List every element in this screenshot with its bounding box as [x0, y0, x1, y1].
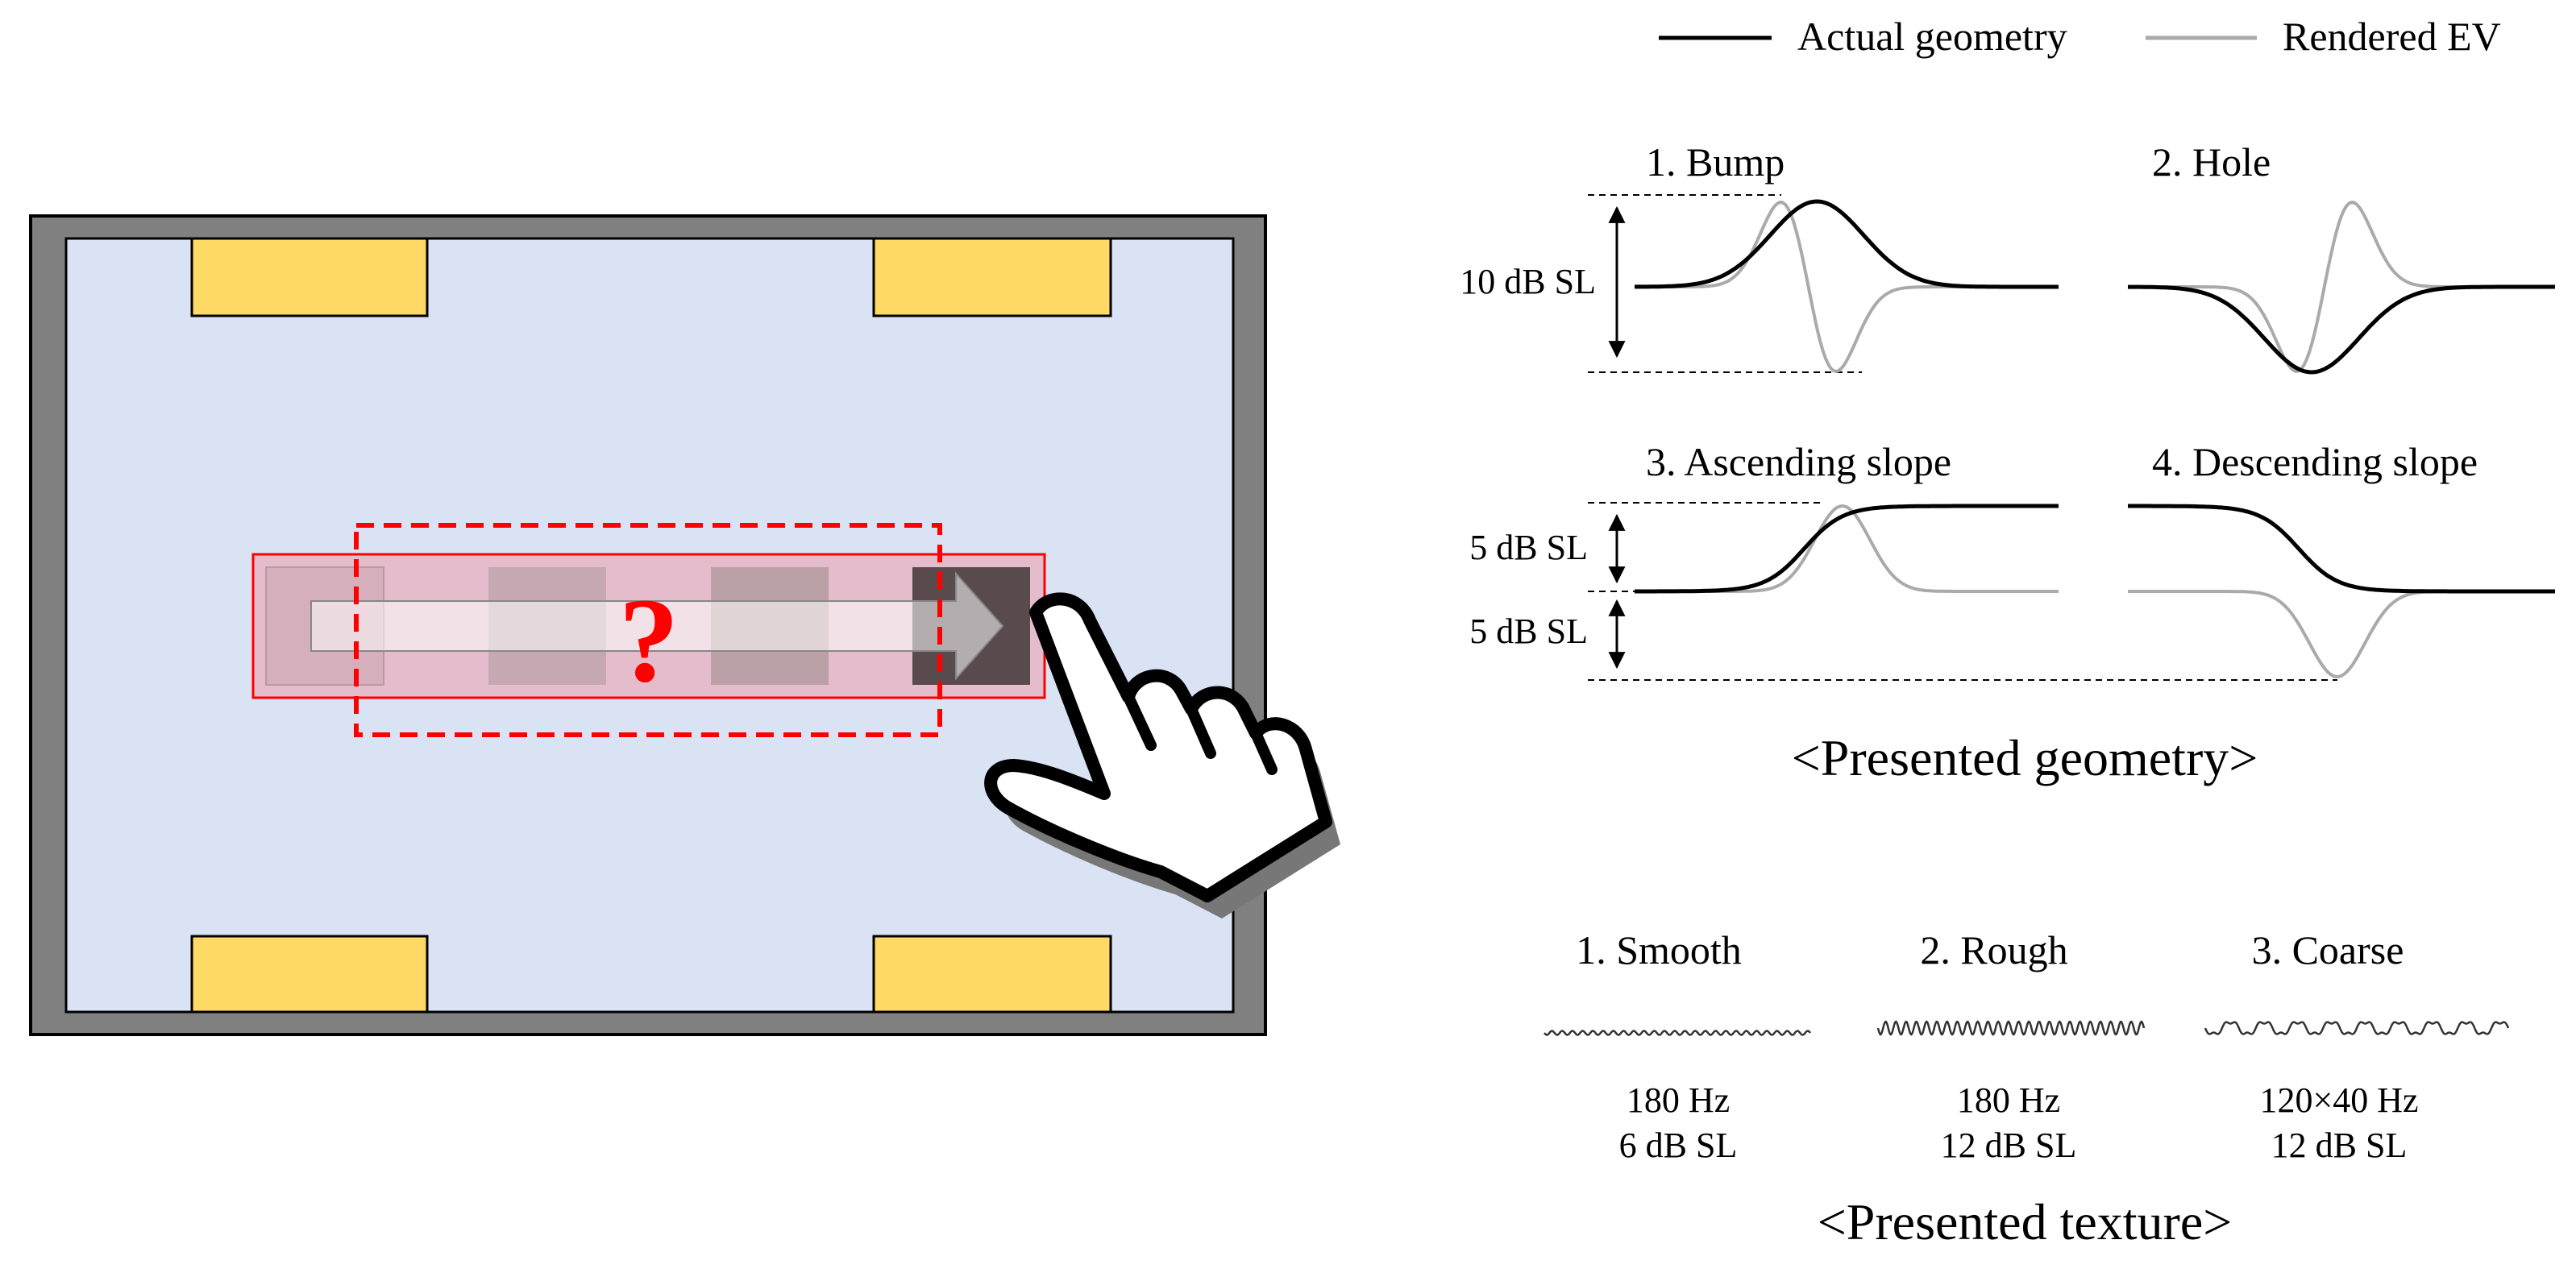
texture-level-smooth: 6 dB SL — [1619, 1126, 1738, 1165]
panel-label-bump: 1. Bump — [1646, 139, 1785, 185]
geometry-section-title: <Presented geometry> — [1792, 729, 2258, 786]
question-mark: ? — [619, 574, 679, 707]
actuator-pad-top-right — [872, 237, 1112, 317]
legend-rendered-label: Rendered EV — [2283, 14, 2501, 59]
device-illustration: ? — [29, 214, 1340, 1036]
geometry-section: 1. Bump 2. Hole 3. Ascending slope 4. De… — [1460, 139, 2555, 786]
descending-rendered-curve — [2128, 590, 2555, 678]
coarse-texture-wave — [2204, 1021, 2510, 1035]
panel-label-descending: 4. Descending slope — [2152, 439, 2478, 484]
rough-texture-wave — [1876, 1020, 2146, 1036]
legend-actual-label: Actual geometry — [1797, 14, 2067, 59]
unknown-region-box — [354, 523, 942, 737]
texture-freq-coarse: 120×40 Hz — [2259, 1080, 2418, 1120]
bump-actual-curve — [1635, 199, 2059, 289]
texture-freq-rough: 180 Hz — [1957, 1080, 2060, 1120]
smooth-texture-wave — [1544, 1030, 1811, 1036]
legend: Actual geometry Rendered EV — [1659, 14, 2501, 59]
actuator-pad-bottom-right — [872, 935, 1112, 1014]
descending-actual-curve — [2128, 504, 2555, 594]
panel-label-ascending: 3. Ascending slope — [1646, 439, 1951, 484]
texture-label-coarse: 3. Coarse — [2252, 927, 2404, 972]
texture-freq-smooth: 180 Hz — [1627, 1080, 1730, 1120]
amplitude-label-10db: 10 dB SL — [1460, 262, 1596, 301]
actuator-pad-top-left — [190, 237, 429, 317]
swipe-direction-arrow — [310, 571, 1004, 681]
amplitude-label-5db-lower: 5 dB SL — [1469, 612, 1588, 651]
texture-label-rough: 2. Rough — [1920, 927, 2067, 972]
texture-level-coarse: 12 dB SL — [2271, 1126, 2408, 1165]
pointing-hand-icon — [984, 592, 1340, 918]
ascending-actual-curve — [1635, 504, 2059, 594]
texture-label-smooth: 1. Smooth — [1576, 927, 1742, 972]
hole-actual-curve — [2128, 284, 2555, 375]
panel-label-hole: 2. Hole — [2152, 139, 2271, 185]
amplitude-label-5db-upper: 5 dB SL — [1469, 528, 1588, 567]
texture-section: 1. Smooth 2. Rough 3. Coarse 180 Hz 6 dB… — [1544, 927, 2510, 1250]
ascending-rendered-curve — [1635, 504, 2059, 593]
texture-level-rough: 12 dB SL — [1941, 1126, 2077, 1165]
actuator-pad-bottom-left — [190, 935, 429, 1014]
texture-section-title: <Presented texture> — [1818, 1193, 2233, 1250]
